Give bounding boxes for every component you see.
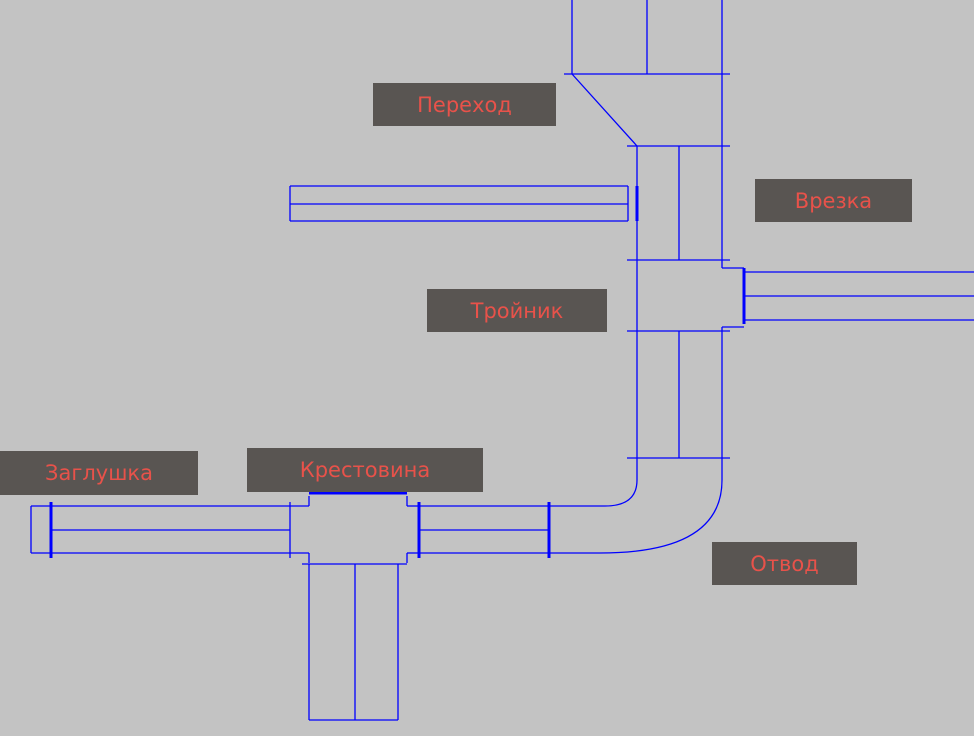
tee-branch-pipe	[722, 267, 974, 328]
lower-horizontal-pipe	[417, 502, 551, 558]
label-elbow: Отвод	[712, 542, 857, 585]
upper-left-branch-pipe	[289, 185, 639, 222]
top-pipe	[564, 0, 730, 146]
elbow-fitting	[550, 460, 723, 554]
label-cross: Крестовина	[247, 448, 483, 492]
label-branch-insert: Врезка	[755, 179, 912, 222]
reducer-fitting	[571, 73, 730, 147]
cross-fitting	[290, 491, 418, 565]
main-vertical-pipe	[627, 146, 730, 460]
label-reducer: Переход	[373, 83, 556, 126]
label-tee: Тройник	[427, 289, 607, 332]
capped-left-pipe	[30, 502, 291, 558]
label-cap: Заглушка	[0, 451, 198, 495]
bottom-vertical-pipe	[308, 564, 399, 721]
